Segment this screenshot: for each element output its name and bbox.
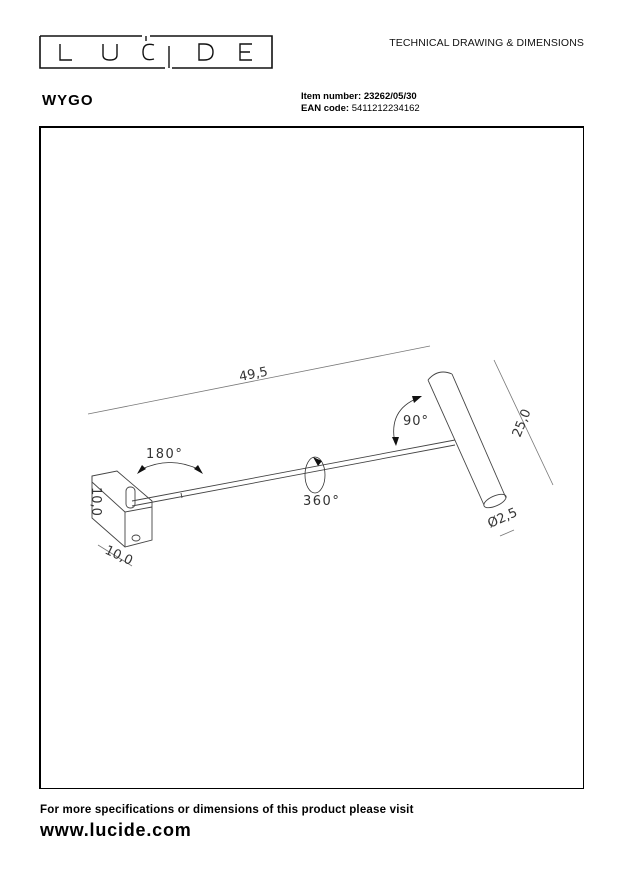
footer-note: For more specifications or dimensions of…	[40, 804, 414, 816]
item-number-row: Item number: 23262/05/30	[301, 91, 420, 103]
ean-label: EAN code:	[301, 103, 350, 114]
item-number-value: 23262/05/30	[363, 91, 417, 102]
website-link[interactable]: www.lucide.com	[40, 820, 192, 840]
drawing-frame	[39, 126, 584, 789]
ean-row: EAN code: 5411212234162	[301, 103, 420, 115]
brand-logo	[39, 35, 273, 69]
product-meta: Item number: 23262/05/30 EAN code: 54112…	[301, 91, 420, 115]
product-name: WYGO	[42, 92, 94, 109]
lucide-logo-icon	[39, 35, 273, 69]
document-type-label: TECHNICAL DRAWING & DIMENSIONS	[389, 37, 584, 49]
ean-value: 5411212234162	[351, 103, 420, 114]
item-number-label: Item number:	[301, 91, 362, 102]
